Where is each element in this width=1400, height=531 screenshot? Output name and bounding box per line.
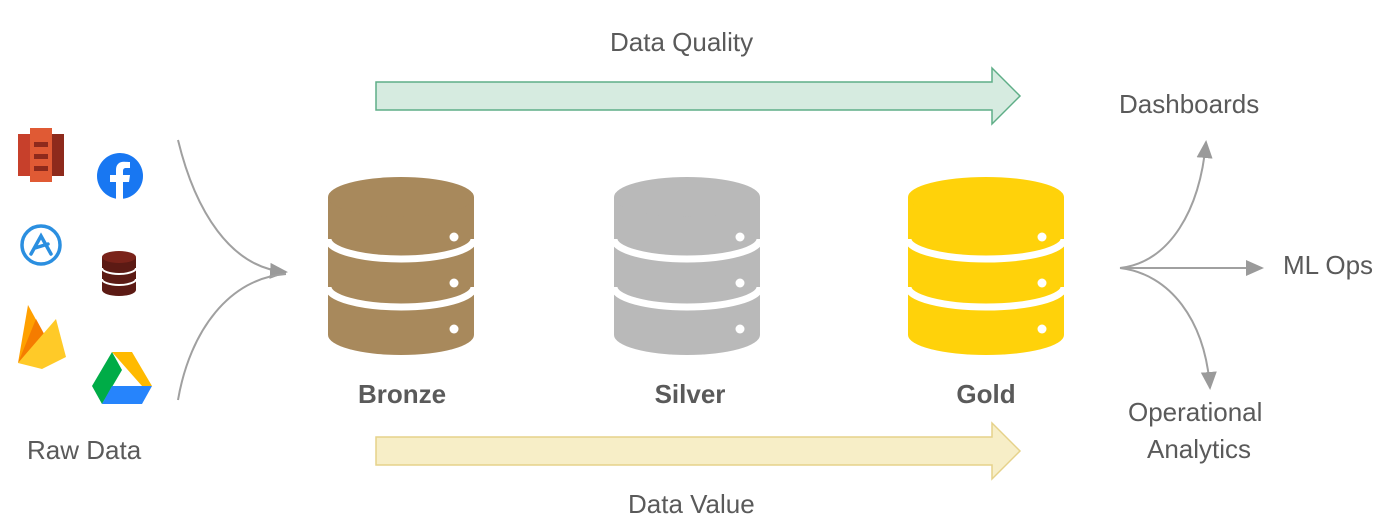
firebase-icon (18, 305, 66, 369)
output-curve-analytics (1119, 267, 1217, 390)
input-curve-bottom (177, 273, 287, 401)
raw-data-label: Raw Data (27, 435, 142, 465)
output-curve-dashboards (1119, 140, 1213, 269)
silver-label: Silver (654, 379, 726, 409)
gold-label: Gold (956, 379, 1016, 409)
input-curve-top (177, 139, 288, 279)
data-value-arrow (375, 421, 1022, 481)
facebook-icon (97, 153, 143, 199)
bronze-label: Bronze (357, 379, 447, 409)
gold-database-icon (904, 177, 1068, 355)
bronze-database-icon (324, 177, 478, 355)
operational-analytics-line2: Analytics (1147, 434, 1252, 464)
aws-s3-icon (18, 128, 64, 182)
google-drive-icon (92, 352, 152, 404)
dashboards-label: Dashboards (1119, 89, 1260, 119)
database-icon (101, 251, 137, 296)
data-value-label: Data Value (628, 489, 755, 519)
app-icon (20, 224, 62, 266)
ml-ops-label: ML Ops (1283, 250, 1374, 280)
silver-database-icon (610, 177, 764, 355)
data-quality-label: Data Quality (610, 27, 754, 57)
operational-analytics-line1: Operational (1128, 397, 1263, 427)
data-quality-arrow (375, 66, 1022, 126)
